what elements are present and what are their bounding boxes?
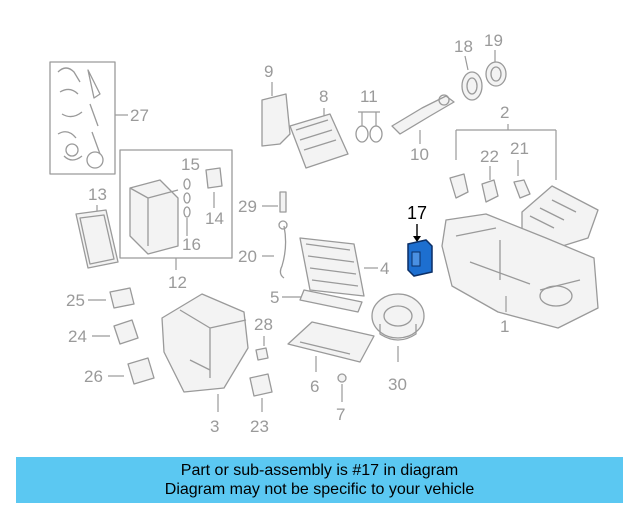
callout-7: 7 [336,405,345,424]
callout-18: 18 [454,37,473,56]
callout-25: 25 [66,291,85,310]
callout-27: 27 [130,106,149,125]
part-25-actuator: 25 [66,287,135,310]
callout-30: 30 [388,375,407,394]
callout-12: 12 [168,273,187,292]
callout-20: 20 [238,247,257,266]
callout-6: 6 [310,377,319,396]
banner-line-2: Diagram may not be specific to your vehi… [164,481,475,498]
parts-diagram: 27 13 15 16 14 12 9 8 11 [49,31,599,436]
callout-15: 15 [181,155,200,174]
callout-16: 16 [182,235,201,254]
part-7-plug: 7 [336,373,347,424]
callout-5: 5 [270,288,279,307]
part-5-bracket: 5 [270,288,363,313]
callout-19: 19 [484,31,503,50]
part-26-actuator: 26 [84,357,155,386]
part-3-housing: 3 [161,293,249,436]
part-20-hose: 20 [238,220,288,279]
callout-26: 26 [84,367,103,386]
callout-17: 17 [407,203,427,223]
callout-1: 1 [500,317,509,336]
callout-21: 21 [510,139,529,158]
part-27-hardware-kit: 27 [49,61,149,175]
callout-28: 28 [254,315,273,334]
part-8-heater-core: 8 [289,87,349,169]
callout-3: 3 [210,417,219,436]
callout-11: 11 [360,87,378,106]
part-30-blower: 30 [371,293,425,394]
callout-23: 23 [250,417,269,436]
callout-4: 4 [380,259,389,278]
callout-29: 29 [238,197,257,216]
part-24-actuator: 24 [68,319,139,346]
callout-9: 9 [264,62,273,81]
part-18-seal: 18 [454,37,483,101]
part-17-highlighted: 17 [407,203,433,277]
callout-13: 13 [88,185,107,204]
callout-22: 22 [480,147,499,166]
part-19-seal: 19 [484,31,507,87]
part-6-tray: 6 [287,321,375,396]
part-9-bracket: 9 [261,62,291,147]
part-28-clip: 28 [254,315,273,361]
callout-24: 24 [68,327,87,346]
part-12-group: 15 16 14 12 [119,149,233,292]
info-banner: Part or sub-assembly is #17 in diagram D… [16,457,623,503]
part-13-filter: 13 [75,185,119,269]
part-1-housing: 1 [441,213,599,336]
part-29-screw: 29 [238,191,287,216]
callout-8: 8 [319,87,328,106]
callout-2: 2 [500,103,509,122]
part-11-orings: 11 [355,87,383,143]
callout-10: 10 [410,145,429,164]
banner-line-1: Part or sub-assembly is #17 in diagram [180,462,459,479]
part-10-pipe: 10 [391,94,455,164]
part-23-sensor: 23 [249,373,273,436]
part-4-evaporator: 4 [299,237,389,297]
part-2-group: 2 22 21 [449,103,599,249]
callout-14: 14 [205,209,224,228]
